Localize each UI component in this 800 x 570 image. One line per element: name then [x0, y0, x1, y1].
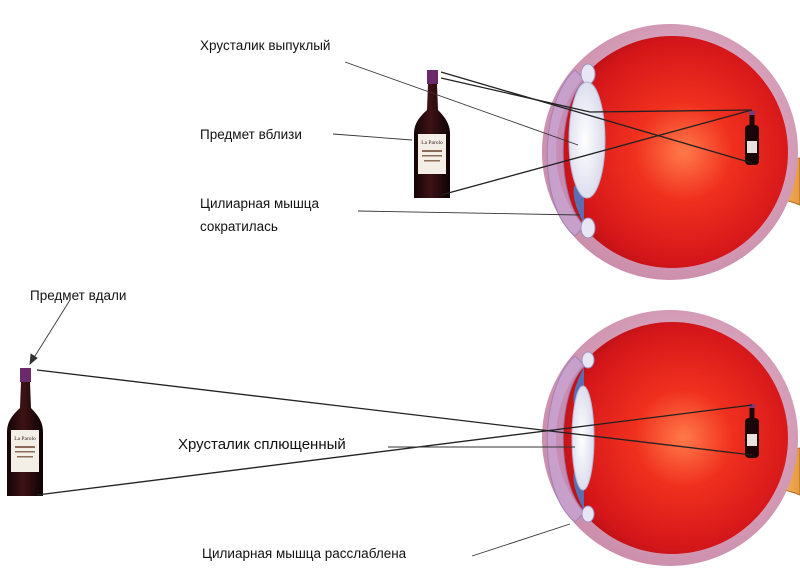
bottle-cap	[20, 368, 31, 382]
bottle-brand: La Parolo	[421, 140, 443, 146]
bottom-leader-lines	[30, 300, 575, 556]
bottle-cap	[427, 70, 438, 84]
top-eye	[542, 24, 800, 280]
label-ciliary-relaxed: Цилиарная мышца расслаблена	[202, 545, 406, 562]
label-ciliary-contracted-line2: сократилась	[200, 218, 278, 235]
ciliary-muscle-lower	[581, 218, 595, 238]
ciliary-muscle-lower	[582, 506, 594, 522]
label-far-object: Предмет вдали	[30, 287, 126, 304]
label-near-object: Предмет вблизи	[200, 126, 302, 143]
label-lens-convex: Хрусталик выпуклый	[200, 37, 330, 54]
near-bottle: La Parolo	[414, 70, 450, 198]
bottle-brand: La Parolo	[14, 436, 36, 442]
far-bottle: La Parolo	[7, 368, 43, 496]
lens-convex	[569, 82, 605, 198]
lens-flattened	[572, 386, 594, 490]
label-lens-flattened: Хрусталик сплющенный	[178, 436, 346, 453]
ciliary-muscle-upper	[581, 64, 595, 84]
label-ciliary-contracted-line1: Цилиарная мышца	[200, 195, 319, 212]
ciliary-muscle-upper	[582, 352, 594, 368]
bottom-eye	[542, 310, 800, 566]
